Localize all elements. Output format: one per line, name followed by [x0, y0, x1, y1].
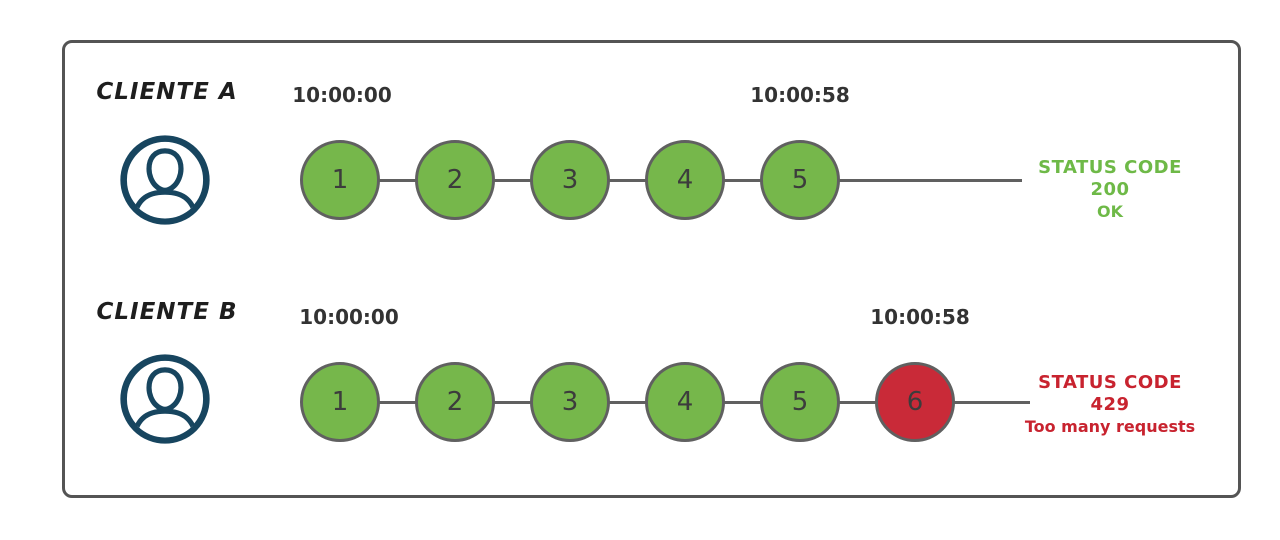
request-circle-b4: 4 [645, 362, 725, 442]
request-circle-a1: 1 [300, 140, 380, 220]
request-number: 4 [676, 165, 694, 195]
client-b-label: CLIENTE B [96, 299, 238, 325]
status-text-line: OK [1097, 202, 1123, 221]
request-number: 4 [676, 387, 694, 417]
client-b-avatar [118, 352, 212, 446]
request-number: 6 [906, 387, 924, 417]
client-a-end-time: 10:00:58 [750, 83, 850, 107]
status-code-line: STATUS CODE 429 [1038, 372, 1182, 415]
request-circle-a5: 5 [760, 140, 840, 220]
request-number: 2 [446, 387, 464, 417]
request-number: 2 [446, 165, 464, 195]
request-circle-a2: 2 [415, 140, 495, 220]
request-number: 5 [791, 165, 809, 195]
request-circle-b2: 2 [415, 362, 495, 442]
client-b-end-time: 10:00:58 [870, 305, 970, 329]
client-a-status: STATUS CODE 200 OK [1020, 157, 1200, 223]
client-b-status: STATUS CODE 429 Too many requests [1020, 372, 1200, 438]
client-a-avatar [118, 133, 212, 227]
client-b-start-time: 10:00:00 [299, 305, 399, 329]
request-circle-b5: 5 [760, 362, 840, 442]
status-code-line: STATUS CODE 200 [1038, 157, 1182, 200]
request-number: 1 [331, 165, 349, 195]
request-number: 3 [561, 387, 579, 417]
client-a-start-time: 10:00:00 [292, 83, 392, 107]
client-a-label: CLIENTE A [96, 79, 238, 105]
request-circle-a3: 3 [530, 140, 610, 220]
request-circle-b1: 1 [300, 362, 380, 442]
user-circle-icon [120, 135, 210, 225]
request-number: 3 [561, 165, 579, 195]
request-number: 1 [331, 387, 349, 417]
request-circle-b3: 3 [530, 362, 610, 442]
status-text-line: Too many requests [1024, 417, 1196, 436]
request-circle-a4: 4 [645, 140, 725, 220]
request-number: 5 [791, 387, 809, 417]
request-circle-b6-rate-limited: 6 [875, 362, 955, 442]
user-circle-icon [120, 354, 210, 444]
